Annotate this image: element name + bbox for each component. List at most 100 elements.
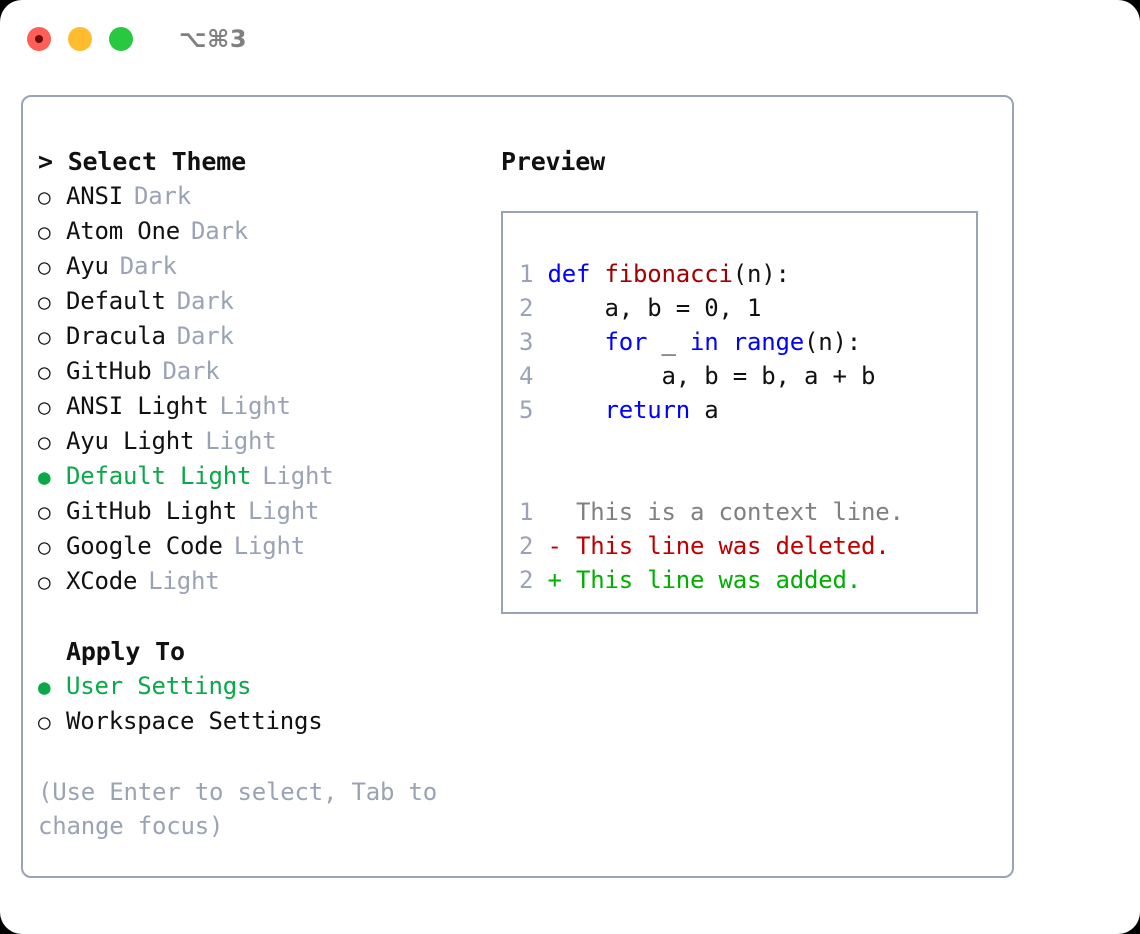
line-number: 4 — [519, 362, 534, 390]
diff-marker: - — [547, 532, 576, 560]
code-token: for — [604, 328, 648, 356]
line-number: 2 — [519, 566, 534, 594]
apply-to-header: Apply To — [66, 637, 185, 666]
theme-appearance-tag: Light — [233, 532, 305, 560]
theme-appearance-tag: Dark — [119, 252, 177, 280]
code-line: 5 return a — [519, 393, 976, 427]
apply-to-label: Workspace Settings — [66, 707, 323, 735]
apply-to-item-user-settings[interactable]: ● User Settings — [38, 669, 478, 704]
code-token: a — [690, 396, 719, 424]
code-token: return — [604, 396, 691, 424]
code-token: (n): — [732, 260, 790, 288]
theme-label: Atom One — [66, 217, 180, 245]
title-bar: ⌥⌘3 — [0, 0, 1140, 78]
theme-dialog-panel: > Select Theme ○ ANSI Dark ○ Atom One Da… — [21, 95, 1014, 878]
radio-icon: ○ — [38, 255, 51, 279]
theme-appearance-tag: Dark — [191, 217, 248, 245]
theme-appearance-tag: Dark — [134, 182, 191, 210]
theme-list-item[interactable]: ○ Atom One Dark — [38, 214, 478, 249]
theme-appearance-tag: Light — [148, 567, 220, 595]
preview-title: Preview — [501, 147, 605, 176]
line-number: 5 — [519, 396, 534, 424]
diff-text: This line was deleted. — [576, 532, 890, 560]
radio-icon: ○ — [38, 570, 51, 594]
theme-list-item[interactable]: ○ XCode Light — [38, 564, 478, 599]
theme-appearance-tag: Light — [205, 427, 277, 455]
preview-code-box: 1 def fibonacci(n): 2 a, b = 0, 1 3 for … — [501, 211, 978, 614]
code-line: 2 a, b = 0, 1 — [519, 291, 976, 325]
traffic-lights — [27, 27, 133, 51]
diff-line-context: 1 This is a context line. — [519, 495, 976, 529]
code-token: in — [690, 328, 719, 356]
apply-to-list: ● User Settings ○ Workspace Settings — [38, 669, 478, 739]
diff-line-deleted: 2 - This line was deleted. — [519, 529, 976, 563]
theme-list-item[interactable]: ○ ANSI Light Light — [38, 389, 478, 424]
theme-list-item[interactable]: ○ Dracula Dark — [38, 319, 478, 354]
code-line: 4 a, b = b, a + b — [519, 359, 976, 393]
select-theme-header: > Select Theme — [38, 147, 246, 176]
theme-appearance-tag: Light — [262, 462, 334, 490]
theme-appearance-tag: Dark — [176, 322, 234, 350]
theme-appearance-tag: Dark — [162, 357, 220, 385]
minimize-window-button[interactable] — [68, 27, 92, 51]
radio-selected-icon: ● — [38, 675, 51, 699]
radio-icon: ○ — [38, 535, 51, 559]
line-number: 3 — [519, 328, 534, 356]
radio-selected-icon: ● — [38, 465, 51, 489]
code-token — [719, 328, 733, 356]
theme-label: ANSI — [66, 182, 123, 210]
code-line: 3 for _ in range(n): — [519, 325, 976, 359]
line-number: 1 — [519, 260, 534, 288]
theme-label: GitHub — [66, 357, 152, 385]
theme-list: ○ ANSI Dark ○ Atom One Dark ○ Ayu Dark — [38, 179, 478, 599]
theme-label: GitHub Light — [66, 497, 237, 525]
apply-to-item-workspace-settings[interactable]: ○ Workspace Settings — [38, 704, 478, 739]
diff-text: This line was added. — [576, 566, 861, 594]
radio-icon: ○ — [38, 185, 51, 209]
radio-icon: ○ — [38, 325, 51, 349]
list-spacer — [38, 599, 478, 635]
theme-label: Ayu Light — [66, 427, 195, 455]
code-token: a, b = b, a + b — [547, 362, 876, 390]
theme-list-item[interactable]: ○ GitHub Light Light — [38, 494, 478, 529]
keyboard-hint-text: (Use Enter to select, Tab to change focu… — [38, 778, 437, 840]
theme-list-item[interactable]: ○ Google Code Light — [38, 529, 478, 564]
radio-icon: ○ — [38, 500, 51, 524]
diff-marker — [548, 498, 577, 526]
keyboard-shortcut-label: ⌥⌘3 — [179, 25, 248, 53]
line-number: 1 — [519, 498, 534, 526]
diff-marker: + — [547, 566, 576, 594]
code-token: fibonacci — [604, 260, 733, 288]
hint-spacer — [38, 739, 478, 775]
theme-appearance-tag: Light — [219, 392, 291, 420]
theme-list-item[interactable]: ○ GitHub Dark — [38, 354, 478, 389]
close-window-button[interactable] — [27, 27, 51, 51]
close-icon — [35, 35, 43, 43]
code-token: a, b = 0, 1 — [547, 294, 762, 322]
theme-appearance-tag: Dark — [176, 287, 234, 315]
theme-label: ANSI Light — [66, 392, 209, 420]
maximize-window-button[interactable] — [109, 27, 133, 51]
line-number: 2 — [519, 294, 534, 322]
diff-line-added: 2 + This line was added. — [519, 563, 976, 597]
radio-icon: ○ — [38, 395, 51, 419]
code-blank-line — [519, 427, 976, 461]
code-token: (n): — [804, 328, 861, 356]
theme-label: Google Code — [66, 532, 223, 560]
theme-list-item[interactable]: ○ Default Dark — [38, 284, 478, 319]
theme-list-item[interactable]: ○ Ayu Light Light — [38, 424, 478, 459]
radio-icon: ○ — [38, 360, 51, 384]
radio-icon: ○ — [38, 290, 51, 314]
code-token: range — [732, 328, 804, 356]
radio-icon: ○ — [38, 710, 51, 734]
theme-label: Default — [66, 287, 166, 315]
code-token — [548, 396, 605, 424]
theme-list-item[interactable]: ○ Ayu Dark — [38, 249, 478, 284]
theme-list-item[interactable]: ○ ANSI Dark — [38, 179, 478, 214]
radio-icon: ○ — [38, 430, 51, 454]
preview-column: Preview 1 def fibonacci(n): 2 a, b = 0, … — [501, 145, 991, 614]
theme-appearance-tag: Light — [248, 497, 320, 525]
theme-label: Ayu — [66, 252, 109, 280]
theme-list-item-selected[interactable]: ● Default Light Light — [38, 459, 478, 494]
